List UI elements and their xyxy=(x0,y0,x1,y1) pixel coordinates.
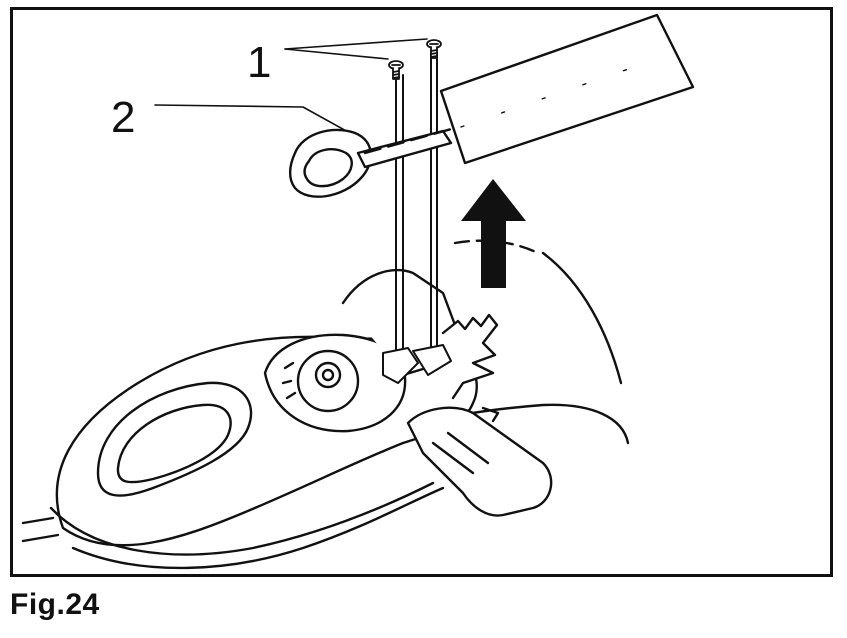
callout-2-label: 2 xyxy=(111,93,136,142)
hex-wrench-icon xyxy=(288,121,475,198)
shaft-cover xyxy=(406,406,553,517)
guide-lines xyxy=(382,52,452,384)
illustration xyxy=(21,13,695,570)
screw-icon xyxy=(388,39,442,80)
callout-1-label: 1 xyxy=(247,38,272,87)
figure-caption: Fig.24 xyxy=(10,588,100,621)
figure-frame: 1 2 xyxy=(10,7,833,577)
callout-leaders xyxy=(154,38,428,144)
blade-cover xyxy=(439,13,695,165)
up-arrow-icon xyxy=(461,179,526,288)
